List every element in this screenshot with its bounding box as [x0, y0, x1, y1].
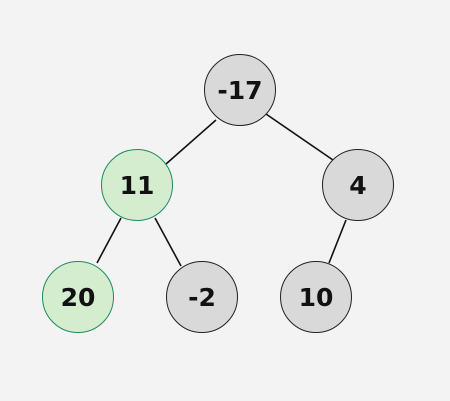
tree-node: -17: [204, 54, 276, 126]
tree-node: 4: [322, 149, 394, 221]
tree-node-label: 4: [349, 170, 367, 200]
edge-n1-n3: [265, 113, 334, 161]
edge-n2-n4: [96, 217, 122, 264]
tree-node-label: -17: [217, 75, 263, 105]
tree-node-label: 20: [60, 282, 96, 312]
edge-n2-n5: [154, 217, 182, 267]
tree-node-label: -2: [188, 282, 216, 312]
edge-n1-n2: [165, 119, 217, 165]
tree-node-label: 10: [298, 282, 334, 312]
edge-n3-n6: [328, 219, 347, 264]
tree-node: 20: [42, 261, 114, 333]
tree-node: -2: [166, 261, 238, 333]
tree-node-label: 11: [119, 170, 155, 200]
tree-node: 11: [101, 149, 173, 221]
tree-node: 10: [280, 261, 352, 333]
